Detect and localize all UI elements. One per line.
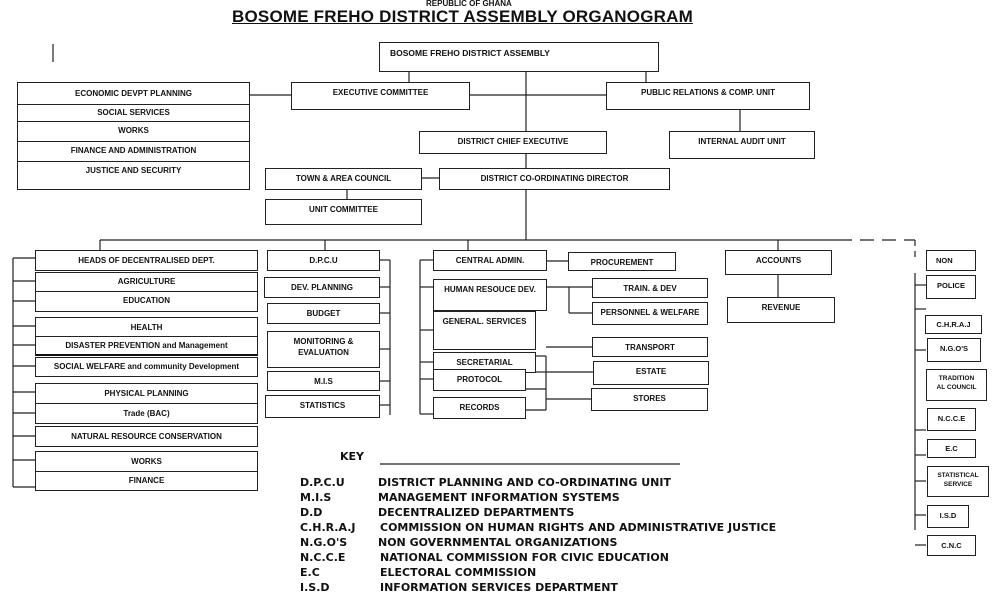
unit-committee-box: UNIT COMMITTEE — [265, 199, 422, 225]
dcd-box: DISTRICT CO-ORDINATING DIRECTOR — [439, 168, 670, 190]
sub-committee: JUSTICE AND SECURITY — [85, 166, 182, 175]
central-admin-box: CENTRAL ADMIN. — [433, 250, 547, 271]
dpcu-box: M.I.S — [267, 371, 380, 391]
non-box: C.N.C — [927, 535, 976, 556]
key-title: KEY — [340, 450, 365, 463]
central-sub-box: PERSONNEL & WELFARE — [592, 302, 708, 325]
key-abbr: I.S.D — [300, 581, 330, 594]
public-relations-box: PUBLIC RELATIONS & COMP. UNIT — [606, 82, 810, 110]
sub-committee: FINANCE AND ADMINISTRATION — [18, 142, 249, 162]
page-title: BOSOME FREHO DISTRICT ASSEMBLY ORGANOGRA… — [232, 7, 693, 26]
dpcu-box: D.P.C.U — [267, 250, 380, 271]
non-box: I.S.D — [927, 505, 969, 528]
department-box: FINANCE — [35, 471, 258, 491]
sub-committees-box: ECONOMIC DEVPT PLANNING SOCIAL SERVICES … — [17, 82, 250, 190]
sub-committee: WORKS — [18, 122, 249, 142]
department-box: SOCIAL WELFARE and community Development — [35, 357, 258, 377]
department-box: DISASTER PREVENTION and Management — [35, 336, 258, 356]
key-abbr: N.C.C.E — [300, 551, 346, 564]
central-sub-box: TRAIN. & DEV — [592, 278, 708, 298]
assembly-box: BOSOME FREHO DISTRICT ASSEMBLY — [379, 42, 659, 72]
non-box: N.G.O'S — [927, 338, 981, 362]
dpcu-box: BUDGET — [267, 303, 380, 324]
central-sub-box: ESTATE — [593, 361, 709, 385]
department-box: EDUCATION — [35, 291, 258, 312]
central-sub-box: STORES — [591, 388, 708, 411]
non-box: N.C.C.E — [927, 408, 976, 431]
key-abbr: N.G.O'S — [300, 536, 348, 549]
central-box: RECORDS — [433, 397, 526, 419]
non-box: C.H.R.A.J — [925, 315, 982, 334]
non-box: STATISTICAL SERVICE — [927, 466, 989, 497]
central-box: PROTOCOL — [433, 369, 526, 391]
department-box: NATURAL RESOURCE CONSERVATION — [35, 426, 258, 447]
central-box: HUMAN RESOUCE DEV. — [433, 279, 547, 311]
department-box: HEADS OF DECENTRALISED DEPT. — [35, 250, 258, 271]
key-meaning: COMMISSION ON HUMAN RIGHTS AND ADMINISTR… — [380, 521, 777, 534]
non-box: E.C — [927, 439, 976, 458]
key-meaning: NATIONAL COMMISSION FOR CIVIC EDUCATION — [380, 551, 669, 564]
key-meaning: DECENTRALIZED DEPARTMENTS — [378, 506, 575, 519]
key-meaning: DISTRICT PLANNING AND CO-ORDINATING UNIT — [378, 476, 671, 489]
dpcu-box: STATISTICS — [265, 395, 380, 418]
key-meaning: NON GOVERNMENTAL ORGANIZATIONS — [378, 536, 618, 549]
non-box: POLICE — [926, 275, 976, 299]
dpcu-box: MONITORING & EVALUATION — [267, 331, 380, 368]
key-meaning: INFORMATION SERVICES DEPARTMENT — [380, 581, 618, 594]
department-box: Trade (BAC) — [35, 403, 258, 424]
key-abbr: D.P.C.U — [300, 476, 345, 489]
non-box: TRADITION AL COUNCIL — [926, 369, 987, 401]
sub-committee: SOCIAL SERVICES — [18, 105, 249, 122]
key-abbr: D.D — [300, 506, 323, 519]
country-label: REPUBLIC OF GHANA — [426, 0, 512, 8]
executive-committee-box: EXECUTIVE COMMITTEE — [291, 82, 470, 110]
town-area-council-box: TOWN & AREA COUNCIL — [265, 168, 422, 190]
central-sub-box: TRANSPORT — [592, 337, 708, 357]
department-box: HEALTH — [35, 317, 258, 337]
key-abbr: E.C — [300, 566, 320, 579]
non-box: NON — [926, 250, 976, 271]
department-box: AGRICULTURE — [35, 272, 258, 292]
department-box: PHYSICAL PLANNING — [35, 383, 258, 404]
central-box: GENERAL. SERVICES — [433, 311, 536, 350]
internal-audit-box: INTERNAL AUDIT UNIT — [669, 131, 815, 159]
revenue-box: REVENUE — [727, 297, 835, 323]
key-abbr: M.I.S — [300, 491, 332, 504]
dpcu-box: DEV. PLANNING — [264, 277, 380, 298]
sub-committee: ECONOMIC DEVPT PLANNING — [18, 83, 249, 105]
key-abbr: C.H.R.A.J — [300, 521, 356, 534]
department-box: WORKS — [35, 451, 258, 472]
procurement-box: PROCUREMENT — [568, 252, 676, 271]
key-meaning: MANAGEMENT INFORMATION SYSTEMS — [378, 491, 620, 504]
accounts-box: ACCOUNTS — [725, 250, 832, 275]
key-meaning: ELECTORAL COMMISSION — [380, 566, 537, 579]
dce-box: DISTRICT CHIEF EXECUTIVE — [419, 131, 607, 154]
